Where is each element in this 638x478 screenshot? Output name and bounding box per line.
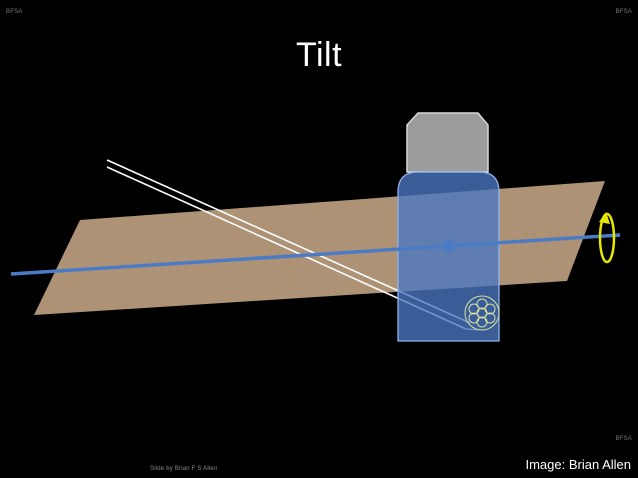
instrument-body xyxy=(397,171,500,342)
watermark-bottom-right: BFSA xyxy=(615,436,632,442)
watermark-top-left: BFSA xyxy=(6,9,23,15)
instrument-handle xyxy=(406,112,489,173)
flower-icon xyxy=(464,295,500,331)
watermark-top-right: BFSA xyxy=(615,9,632,15)
slide-credit: Slide by Brian F S Allen xyxy=(150,466,218,472)
pivot-point xyxy=(443,240,455,252)
tilt-axis xyxy=(10,233,621,276)
tilt-plane xyxy=(34,181,605,315)
rotation-arrow-icon xyxy=(598,212,616,264)
slide-title: Tilt xyxy=(295,36,343,74)
image-credit: Image: Brian Allen xyxy=(525,457,631,472)
